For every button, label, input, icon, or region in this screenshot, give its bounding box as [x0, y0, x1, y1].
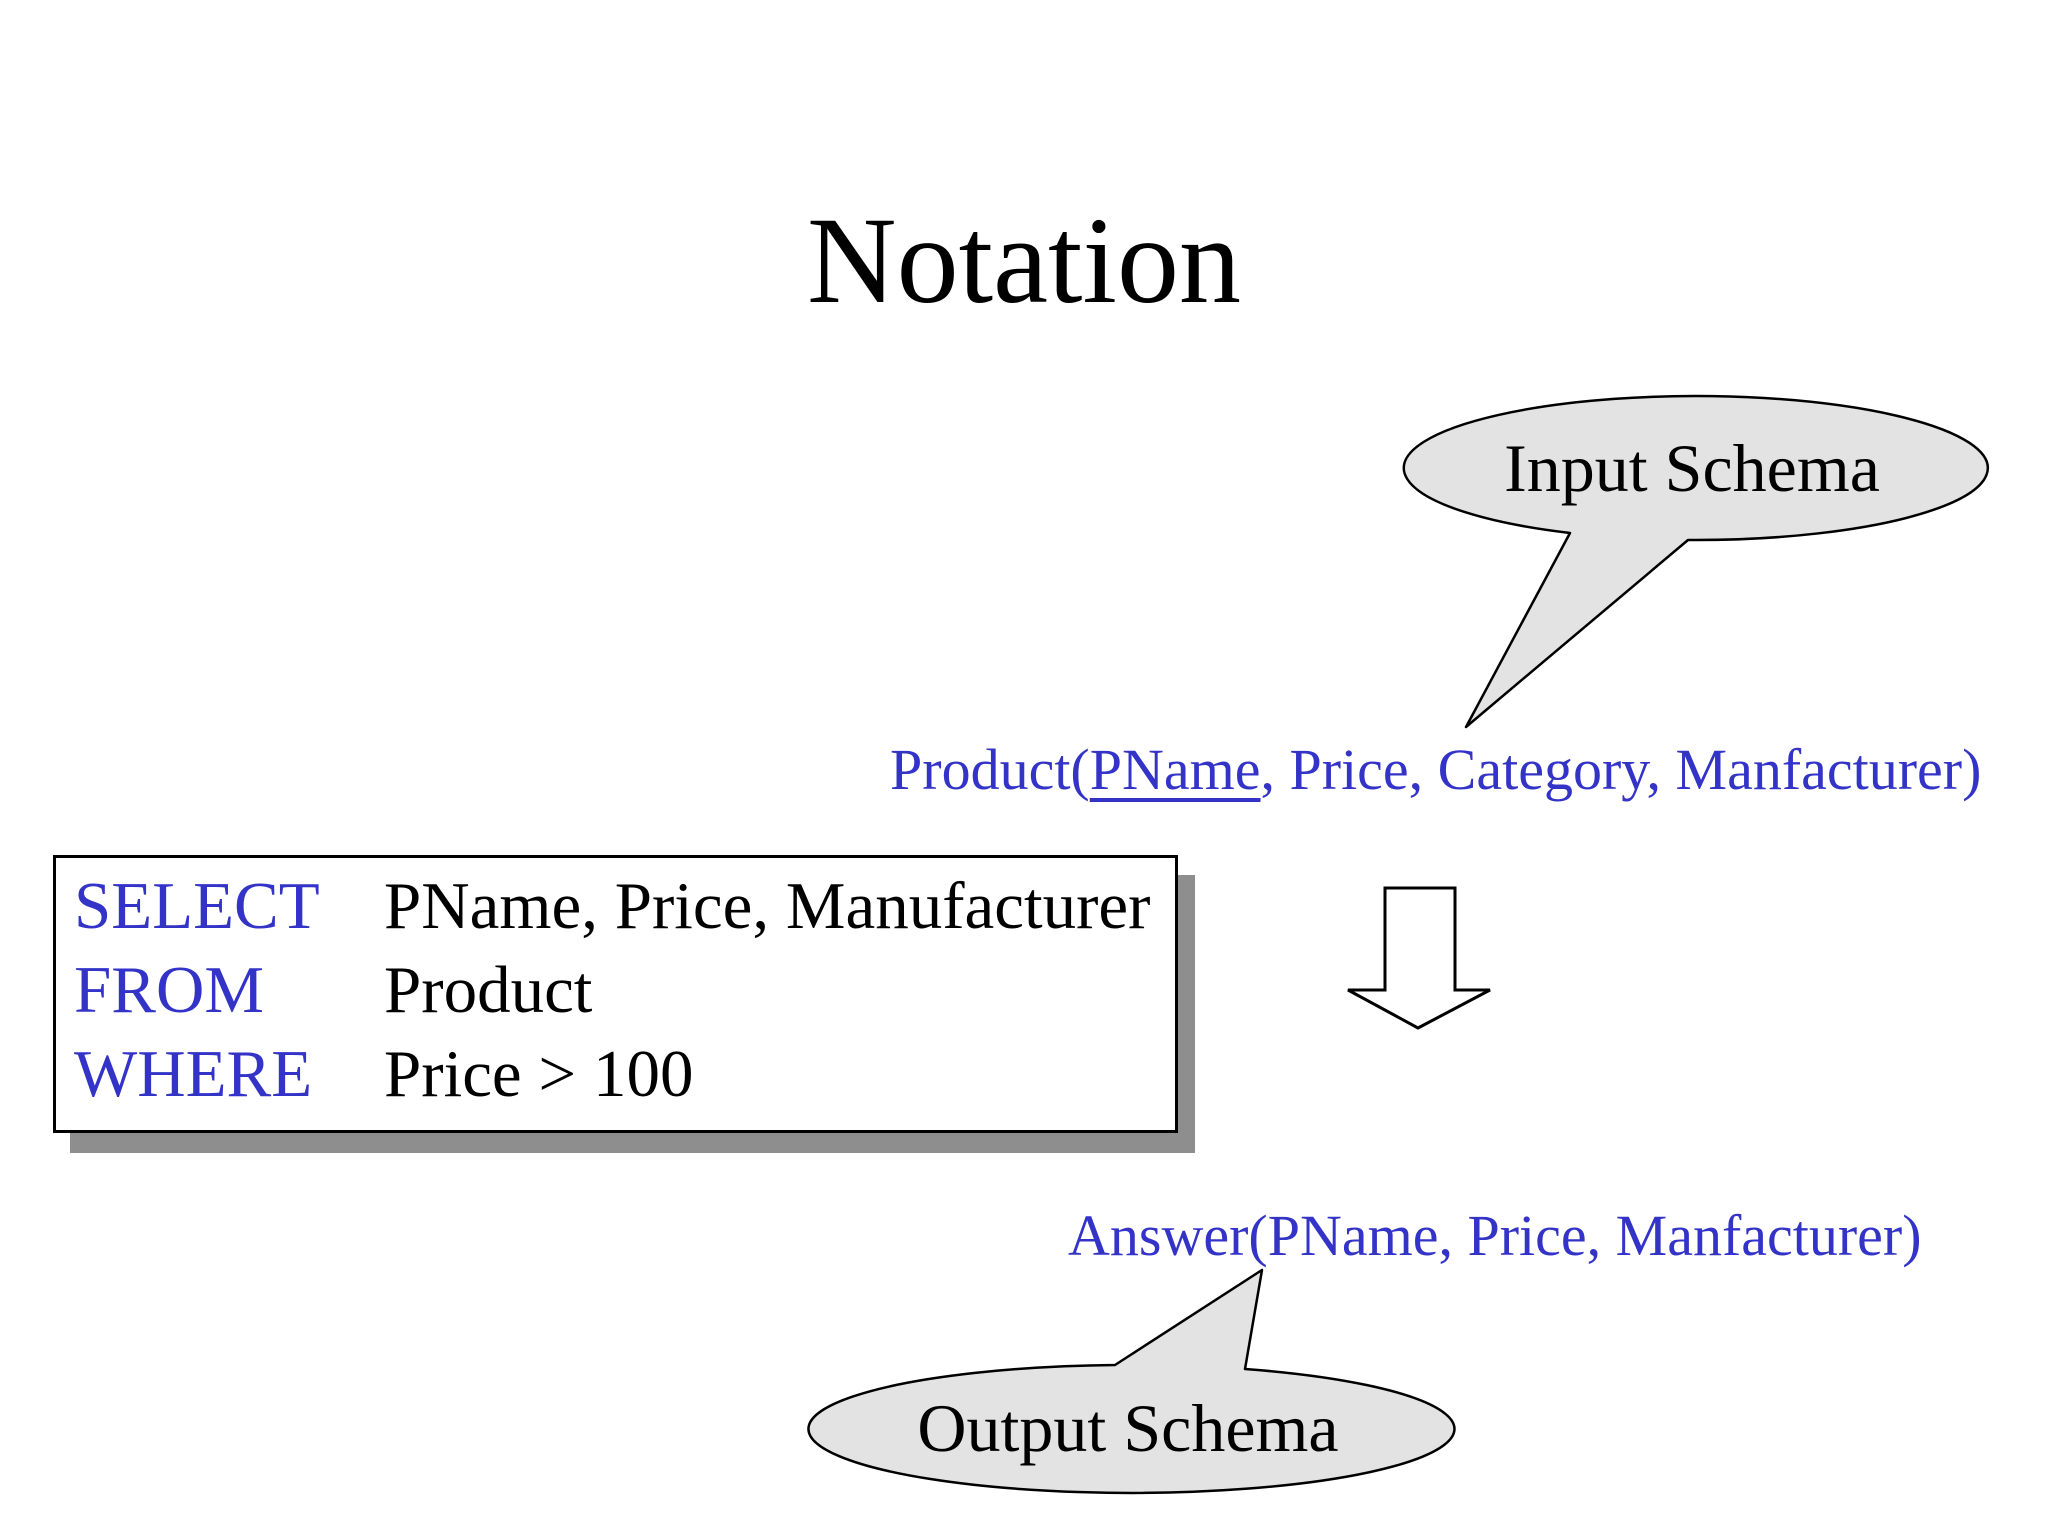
sql-args-from: Product: [384, 953, 593, 1027]
sql-args-where: Price > 100: [384, 1037, 694, 1111]
sql-line-from: FROM Product: [56, 948, 1175, 1032]
output-schema-callout-bubble: [807, 1268, 1456, 1495]
pname-key-attribute: PName: [1089, 737, 1261, 802]
sql-keyword-select: SELECT: [74, 869, 320, 943]
input-schema-callout-label: Input Schema: [1504, 430, 1880, 506]
sql-keyword-from: FROM: [74, 953, 264, 1027]
sql-line-select: SELECT PName, Price, Manufacturer: [56, 864, 1175, 948]
input-schema-suffix: , Price, Category, Manfacturer): [1260, 737, 1982, 802]
sql-args-select: PName, Price, Manufacturer: [384, 869, 1151, 943]
answer-schema-line: Answer(PName, Price, Manfacturer): [1068, 1203, 1922, 1268]
input-schema-line: Product(PName, Price, Category, Manfactu…: [890, 734, 1981, 806]
sql-line-where: WHERE Price > 100: [56, 1032, 1175, 1116]
sql-query-box: SELECT PName, Price, Manufacturer FROM P…: [53, 855, 1178, 1133]
down-arrow-icon: [1347, 886, 1491, 1030]
slide-title: Notation: [807, 192, 1241, 329]
input-schema-callout-bubble: [1402, 394, 1990, 729]
output-schema-callout-label: Output Schema: [917, 1390, 1339, 1466]
input-schema-prefix: Product(: [890, 737, 1090, 802]
sql-keyword-where: WHERE: [74, 1037, 313, 1111]
